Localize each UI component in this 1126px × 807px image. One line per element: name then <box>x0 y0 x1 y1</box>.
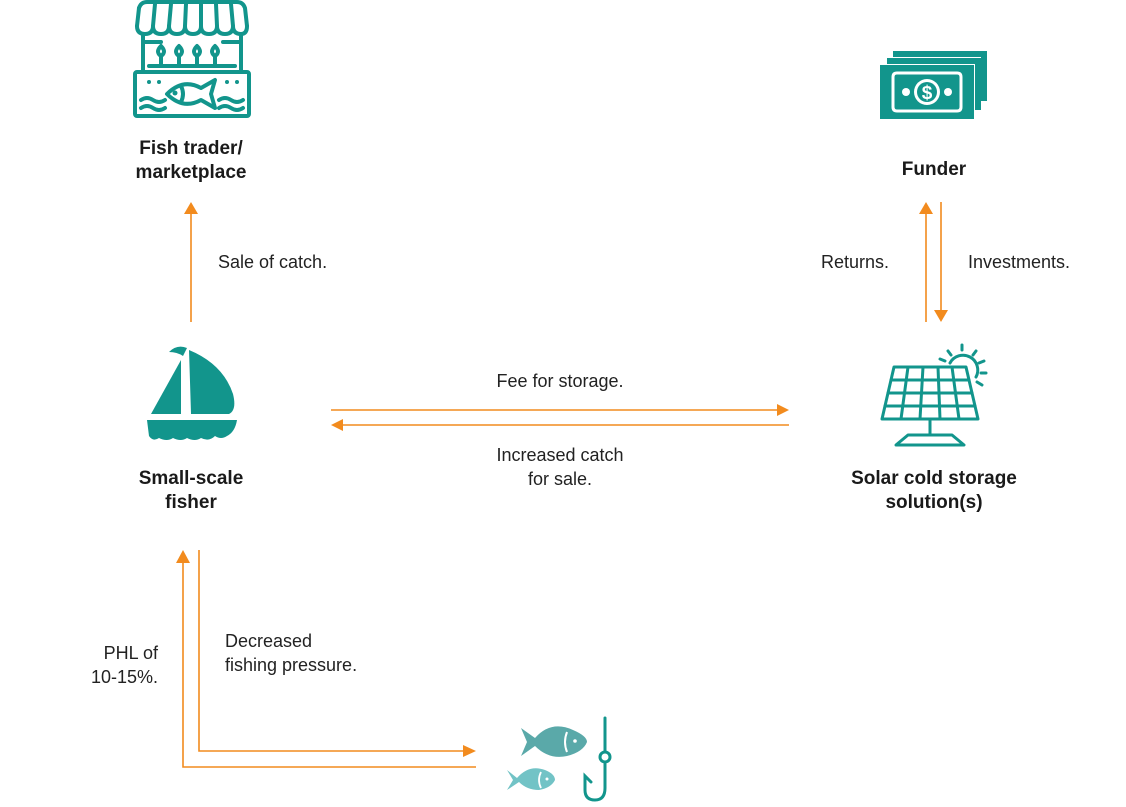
label-phl-line1: PHL of <box>103 643 158 663</box>
svg-text:$: $ <box>922 83 933 104</box>
storage-label-line2: solution(s) <box>885 492 983 513</box>
arrowhead-decreased <box>463 745 476 757</box>
fish-stock-node <box>505 716 617 802</box>
label-phl-line2: 10-15%. <box>90 667 158 687</box>
storage-node <box>878 343 990 449</box>
fisher-label: Small-scale fisher <box>91 467 291 515</box>
fisher-label-line2: fisher <box>165 492 217 513</box>
label-decreased-line1: Decreased <box>225 631 313 651</box>
small-fish-icon <box>507 768 555 790</box>
arrowhead-increased <box>331 419 343 431</box>
trader-label: Fish trader/ marketplace <box>91 137 291 185</box>
sailboat-icon <box>147 346 237 440</box>
trader-node <box>131 0 253 120</box>
label-decreased-pressure: Decreased fishing pressure. <box>225 629 357 677</box>
funder-node: $ <box>879 49 989 121</box>
trader-label-line2: marketplace <box>135 162 247 183</box>
label-decreased-line2: fishing pressure. <box>225 655 358 675</box>
arrow-phl <box>182 563 476 768</box>
label-increased-catch-line1: Increased catch <box>496 445 624 465</box>
fisher-node <box>143 342 239 446</box>
funder-label: Funder <box>901 159 967 180</box>
trader-label-line1: Fish trader/ <box>139 138 243 159</box>
label-investments: Investments. <box>968 252 1071 272</box>
arrowhead-phl <box>176 550 190 563</box>
market-stall-icon <box>133 0 251 118</box>
label-increased-catch-line2: for sale. <box>527 469 593 489</box>
arrowhead-returns <box>919 202 933 214</box>
label-returns: Returns. <box>821 252 890 272</box>
large-fish-icon <box>521 726 587 757</box>
label-sale-of-catch: Sale of catch. <box>218 252 328 272</box>
fish-and-hook-icon <box>507 716 612 802</box>
arrow-decreased-pressure <box>198 550 464 752</box>
storage-label-line1: Solar cold storage <box>851 468 1017 489</box>
money-bills-icon: $ <box>880 51 987 120</box>
storage-label: Solar cold storage solution(s) <box>809 467 1059 515</box>
arrowhead-investments <box>934 310 948 322</box>
fisher-label-line1: Small-scale <box>138 468 244 489</box>
arrowhead-sale <box>184 202 198 214</box>
label-increased-catch: Increased catch for sale. <box>460 443 660 491</box>
label-fee-for-storage: Fee for storage. <box>496 371 624 391</box>
arrowhead-fee <box>777 404 789 416</box>
label-phl: PHL of 10-15%. <box>60 641 158 689</box>
solar-panel-icon <box>880 343 988 447</box>
